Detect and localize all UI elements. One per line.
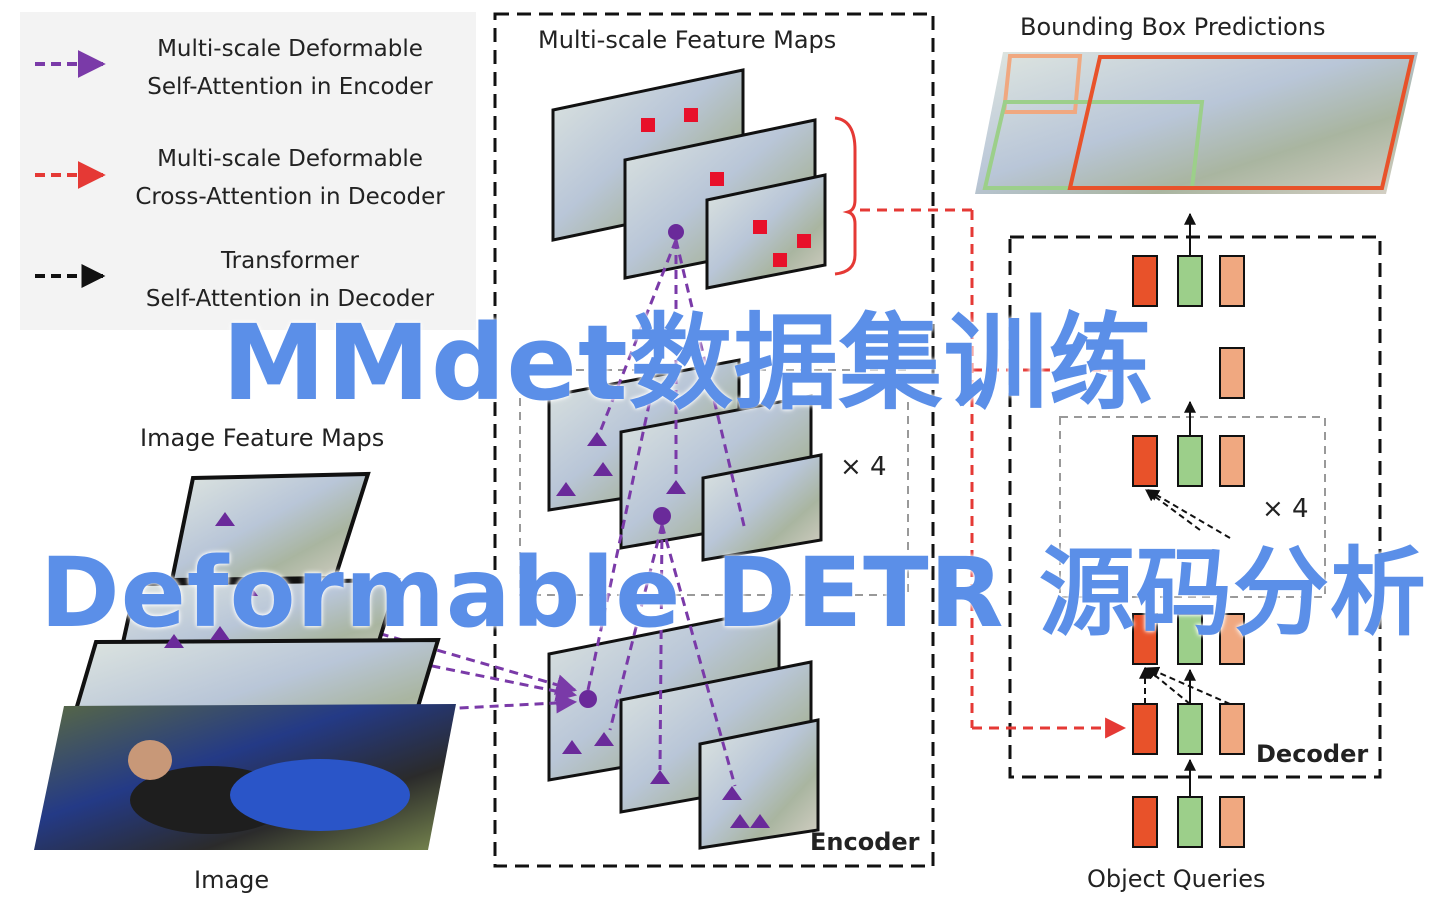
encoder-box	[493, 12, 935, 868]
encoder-repeat-label: × 4	[840, 452, 887, 482]
decoder-label: Decoder	[1256, 740, 1369, 768]
legend-item1-line1: Multi-scale Deformable	[157, 36, 423, 62]
legend-item-encoder-self-attention: Multi-scale Deformable Self-Attention in…	[100, 30, 480, 106]
object-queries-label: Object Queries	[1087, 865, 1266, 893]
top-feature-maps	[551, 68, 857, 290]
decoder-query-columns	[1132, 255, 1245, 848]
bounding-box-predictions-image	[975, 52, 1418, 194]
multi-scale-feature-maps-label: Multi-scale Feature Maps	[538, 26, 837, 54]
bounding-box-predictions-label: Bounding Box Predictions	[1020, 13, 1326, 41]
encoder-repeat-box	[519, 369, 909, 596]
legend-item3-line1: Transformer	[220, 248, 359, 274]
legend-item1-line2: Self-Attention in Encoder	[147, 74, 433, 100]
decoder-repeat-box	[1059, 416, 1326, 598]
cross-attention-path	[860, 208, 1127, 739]
encoder-label: Encoder	[810, 828, 920, 856]
input-image	[34, 704, 456, 850]
decoder-arrows	[1139, 212, 1231, 797]
legend-item2-line1: Multi-scale Deformable	[157, 146, 423, 172]
bottom-feature-maps	[547, 606, 820, 850]
legend-item3-line2: Self-Attention in Decoder	[145, 286, 435, 312]
decoder-box	[1008, 235, 1382, 779]
overlay-title-line2: Deformable DETR 源码分析	[40, 537, 1427, 649]
overlay-title-line1: MMdet数据集训练	[222, 302, 1154, 424]
image-label: Image	[194, 866, 270, 894]
legend-item2-line2: Cross-Attention in Decoder	[135, 184, 445, 210]
legend-item-decoder-cross-attention: Multi-scale Deformable Cross-Attention i…	[100, 140, 480, 216]
image-feature-maps-label: Image Feature Maps	[140, 424, 385, 452]
decoder-repeat-label: × 4	[1262, 494, 1309, 524]
legend-item-decoder-self-attention: Transformer Self-Attention in Decoder	[100, 242, 480, 318]
